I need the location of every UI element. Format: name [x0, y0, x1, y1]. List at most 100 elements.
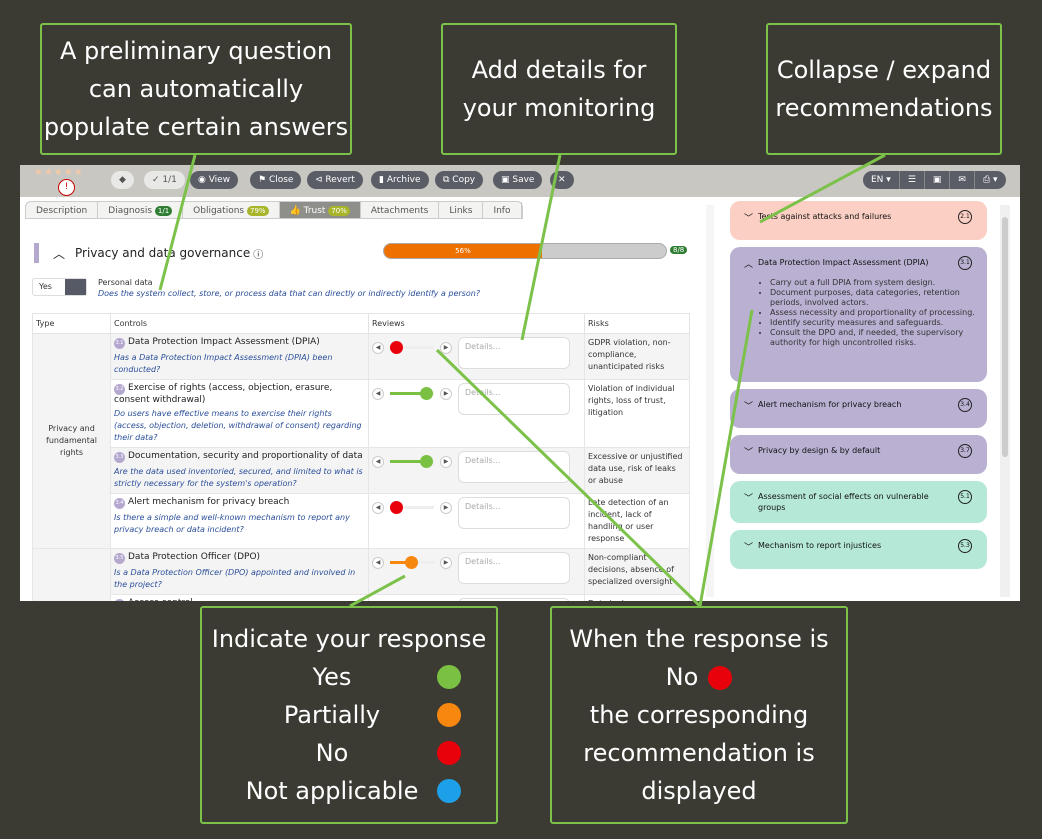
legend-item: No: [237, 734, 461, 772]
archive-label: Archive: [386, 175, 421, 185]
recommendation-item: Identify security measures and safeguard…: [770, 318, 975, 328]
callout-preliminary: A preliminary question can automatically…: [40, 23, 352, 155]
recommendation-item: Carry out a full DPIA from system design…: [770, 278, 975, 288]
chevron-right-icon[interactable]: ▶: [440, 456, 452, 468]
revert-button[interactable]: ⊲ Revert: [307, 171, 363, 189]
chevron-down-icon[interactable]: ﹀: [744, 402, 754, 412]
tab-label: Attachments: [370, 206, 429, 216]
legend-dot-icon: [437, 665, 461, 689]
tab-badge: 79%: [247, 206, 269, 216]
details-input[interactable]: Details...: [458, 598, 570, 601]
mail-icon[interactable]: ✉: [949, 171, 974, 189]
tab-diagnosis[interactable]: Diagnosis 1/1: [98, 202, 184, 218]
tab-obligations[interactable]: Obligations 79%: [183, 202, 280, 218]
response-slider[interactable]: [390, 598, 434, 601]
control-title: Alert mechanism for privacy breach: [128, 497, 290, 507]
slider-knob[interactable]: [420, 387, 433, 400]
recommendation-card[interactable]: ﹀Assessment of social effects on vulnera…: [730, 481, 987, 523]
tab-info[interactable]: Info: [483, 202, 522, 218]
risk-cell: Data leakage, unauthorized access: [584, 594, 690, 601]
slider-knob[interactable]: [405, 556, 418, 569]
copy-button[interactable]: ⧉ Copy: [435, 171, 484, 189]
tab-attachments[interactable]: Attachments: [361, 202, 440, 218]
chevron-right-icon[interactable]: ▶: [440, 342, 452, 354]
personal-data-toggle[interactable]: Yes: [32, 278, 87, 296]
table-row: 3.6Access controlAre data access rights …: [33, 594, 690, 601]
tab-links[interactable]: Links: [439, 202, 484, 218]
language-dropdown[interactable]: EN ▾: [871, 175, 891, 185]
details-input[interactable]: Details...: [458, 552, 570, 584]
list-icon[interactable]: ☰: [898, 171, 924, 189]
red-dot-icon: [708, 666, 733, 690]
control-question: Is a Data Protection Officer (DPO) appoi…: [114, 568, 356, 589]
details-input[interactable]: Details...: [458, 497, 570, 529]
recommendation-title: Tests against attacks and failures: [758, 212, 892, 221]
header-type: Type: [32, 313, 111, 334]
chevron-left-icon[interactable]: ◀: [372, 342, 384, 354]
chevron-down-icon[interactable]: ﹀: [744, 543, 754, 553]
slider-knob[interactable]: [390, 341, 403, 354]
id-card-icon[interactable]: ▣: [923, 171, 950, 189]
tab-label: Info: [493, 206, 511, 216]
toggle-switch[interactable]: [65, 279, 86, 295]
chevron-down-icon[interactable]: ﹀: [744, 448, 754, 458]
rating-stars[interactable]: ★★★★★: [34, 167, 84, 178]
slider-knob[interactable]: [420, 455, 433, 468]
save-label: Save: [512, 175, 535, 185]
tab-badge: 1/1: [154, 206, 173, 216]
response-slider[interactable]: [390, 451, 434, 473]
chevron-down-icon[interactable]: ﹀: [744, 214, 754, 224]
details-input[interactable]: Details...: [458, 451, 570, 483]
chevron-left-icon[interactable]: ◀: [372, 388, 384, 400]
main-scrollbar[interactable]: [706, 205, 714, 597]
alert-icon[interactable]: !: [58, 179, 75, 196]
section-header[interactable]: ︿ Privacy and data governance ⓘ: [34, 243, 263, 263]
recommendation-card[interactable]: ︿Data Protection Impact Assessment (DPIA…: [730, 247, 987, 382]
risk-cell: Late detection of an incident, lack of h…: [584, 493, 690, 549]
response-slider[interactable]: [390, 497, 434, 519]
chevron-up-icon[interactable]: ︿: [744, 260, 754, 270]
close-label: Close: [268, 175, 294, 185]
view-button[interactable]: ◉ View: [190, 171, 239, 189]
callout-details: Add details for your monitoring: [441, 23, 677, 155]
recommendation-count: 3.7: [958, 444, 972, 458]
chevron-down-icon[interactable]: ﹀: [744, 494, 754, 504]
chevron-right-icon[interactable]: ▶: [440, 388, 452, 400]
chevron-right-icon[interactable]: ▶: [440, 502, 452, 514]
close-button[interactable]: ⚑ Close: [250, 171, 302, 189]
details-input[interactable]: Details...: [458, 383, 570, 415]
response-slider[interactable]: [390, 383, 434, 405]
chevron-up-icon[interactable]: ︿: [53, 246, 66, 261]
scrollbar-thumb[interactable]: [1002, 217, 1008, 457]
legend-dot-icon: [437, 779, 461, 803]
callout-text: Indicate your response: [211, 625, 487, 653]
save-button[interactable]: ▣ Save: [493, 171, 543, 189]
response-slider[interactable]: [390, 337, 434, 359]
chevron-right-icon[interactable]: ▶: [440, 557, 452, 569]
tab-badge: 70%: [328, 206, 350, 216]
chevron-left-icon[interactable]: ◀: [372, 456, 384, 468]
chevron-left-icon[interactable]: ◀: [372, 557, 384, 569]
recommendations-scrollbar[interactable]: [1000, 205, 1010, 597]
print-icon[interactable]: ⎙ ▾: [973, 171, 1006, 189]
chevron-left-icon[interactable]: ◀: [372, 502, 384, 514]
details-input[interactable]: Details...: [458, 337, 570, 369]
tab-description[interactable]: Description: [26, 202, 99, 218]
control-title: Documentation, security and proportional…: [128, 451, 363, 461]
tag-button[interactable]: ◆: [111, 171, 134, 189]
response-slider[interactable]: [390, 552, 434, 574]
flag-icon: ⚑: [258, 175, 269, 185]
check-button[interactable]: ✓ 1/1: [144, 171, 185, 189]
tab-label: Trust: [303, 206, 326, 216]
slider-knob[interactable]: [390, 501, 403, 514]
info-icon[interactable]: ⓘ: [253, 249, 264, 261]
tab-trust[interactable]: 👍 Trust 70%: [279, 202, 361, 218]
archive-button[interactable]: ▮ Archive: [371, 171, 429, 189]
toggle-label: Yes: [39, 282, 52, 291]
close-x-button[interactable]: ✕: [550, 171, 574, 189]
